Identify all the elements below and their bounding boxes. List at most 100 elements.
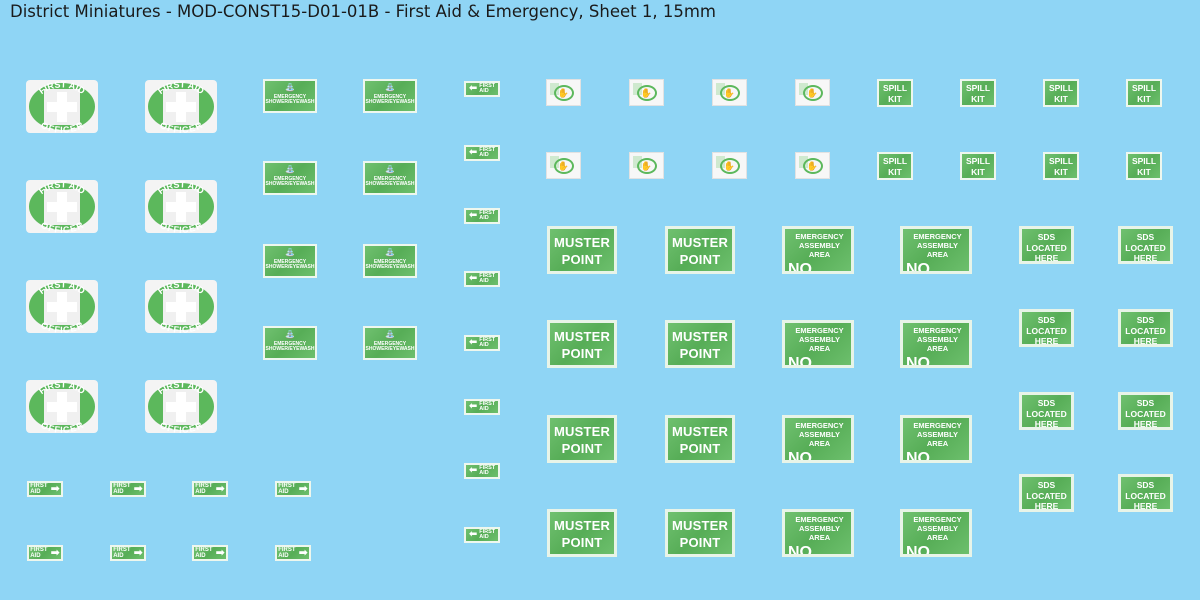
sds-line1: SDS xyxy=(1136,232,1155,242)
spill-line2: KIT xyxy=(1054,94,1068,104)
glove-ring xyxy=(636,157,657,174)
arrow-line2: AID xyxy=(278,489,289,495)
arrow-right-icon: ➡ xyxy=(50,546,60,559)
officer-top-text: FIRST AID xyxy=(37,80,87,96)
officer-top-text: FIRST AID xyxy=(156,80,206,96)
shower-icon: ⛲ xyxy=(385,83,395,92)
arrow-line1: FIRST xyxy=(479,82,496,89)
arrow-line1: FIRST xyxy=(30,547,48,553)
glove-ring xyxy=(553,157,574,174)
arrow-line1: FIRST xyxy=(195,547,213,553)
sds-line2: LOCATED xyxy=(1125,242,1166,253)
spill-line1: SPILL xyxy=(1048,83,1074,93)
assembly-line2: ASSEMBLY AREA xyxy=(917,241,958,259)
shower-icon: ⛲ xyxy=(285,330,295,339)
ppe-glove-sign: ✋ xyxy=(795,152,830,179)
cross-panel xyxy=(163,388,199,425)
glove-icon: ✋ xyxy=(557,160,570,171)
assembly-number-label: NO. xyxy=(788,355,817,368)
muster-line1: MUSTER xyxy=(553,235,611,250)
sds-line3: HERE xyxy=(1133,419,1158,429)
shower-icon: ⛲ xyxy=(385,248,395,257)
muster-line2: POINT xyxy=(561,346,603,361)
assembly-line2: ASSEMBLY AREA xyxy=(917,430,958,448)
assembly-number-label: NO. xyxy=(906,544,935,557)
sds-line2: LOCATED xyxy=(1026,325,1067,336)
arrow-left-icon: ⬅ xyxy=(468,465,478,476)
arrow-left-icon: ⬅ xyxy=(468,529,478,540)
arrow-line1: FIRST xyxy=(479,146,496,153)
spill-line2: KIT xyxy=(1054,167,1068,177)
eyewash-line1: EMERGENCY xyxy=(273,94,307,100)
eyewash-line2: SHOWER/EYEWASH xyxy=(265,181,315,187)
eyewash-line2: SHOWER/EYEWASH xyxy=(265,264,315,270)
sign-oval xyxy=(148,83,214,130)
cross-panel xyxy=(44,388,80,425)
spill-line2: KIT xyxy=(1137,167,1151,177)
glove-icon: ✋ xyxy=(640,160,653,171)
arrow-right-icon: ➡ xyxy=(50,482,60,495)
assembly-line1: EMERGENCY xyxy=(913,515,962,524)
officer-top-text: FIRST AID xyxy=(37,280,87,296)
shower-icon: ⛲ xyxy=(385,165,395,174)
arrow-right-icon: ➡ xyxy=(133,546,143,559)
officer-bottom-text: OFFICER xyxy=(39,220,85,233)
shower-icon: ⛲ xyxy=(285,165,295,174)
spill-line1: SPILL xyxy=(965,83,991,93)
sds-line3: HERE xyxy=(1034,253,1059,263)
arrow-line2: AID xyxy=(30,489,41,495)
officer-bottom-text: OFFICER xyxy=(39,120,85,133)
cross-bar xyxy=(166,401,196,412)
officer-bottom-text: OFFICER xyxy=(158,420,204,433)
white-cross-icon xyxy=(166,391,196,422)
muster-line2: POINT xyxy=(679,252,721,267)
sds-line2: LOCATED xyxy=(1026,242,1067,253)
sign-oval xyxy=(148,183,214,230)
muster-line1: MUSTER xyxy=(553,518,611,533)
sign-oval xyxy=(29,283,95,330)
arrow-line2: AID xyxy=(479,406,489,412)
sds-line3: HERE xyxy=(1034,419,1059,429)
arrow-line2: AID xyxy=(195,489,206,495)
sds-line3: HERE xyxy=(1133,501,1158,511)
assembly-line2: ASSEMBLY AREA xyxy=(799,430,840,448)
white-cross-icon xyxy=(166,191,196,222)
sign-oval xyxy=(148,283,214,330)
assembly-line2: ASSEMBLY AREA xyxy=(917,524,958,542)
